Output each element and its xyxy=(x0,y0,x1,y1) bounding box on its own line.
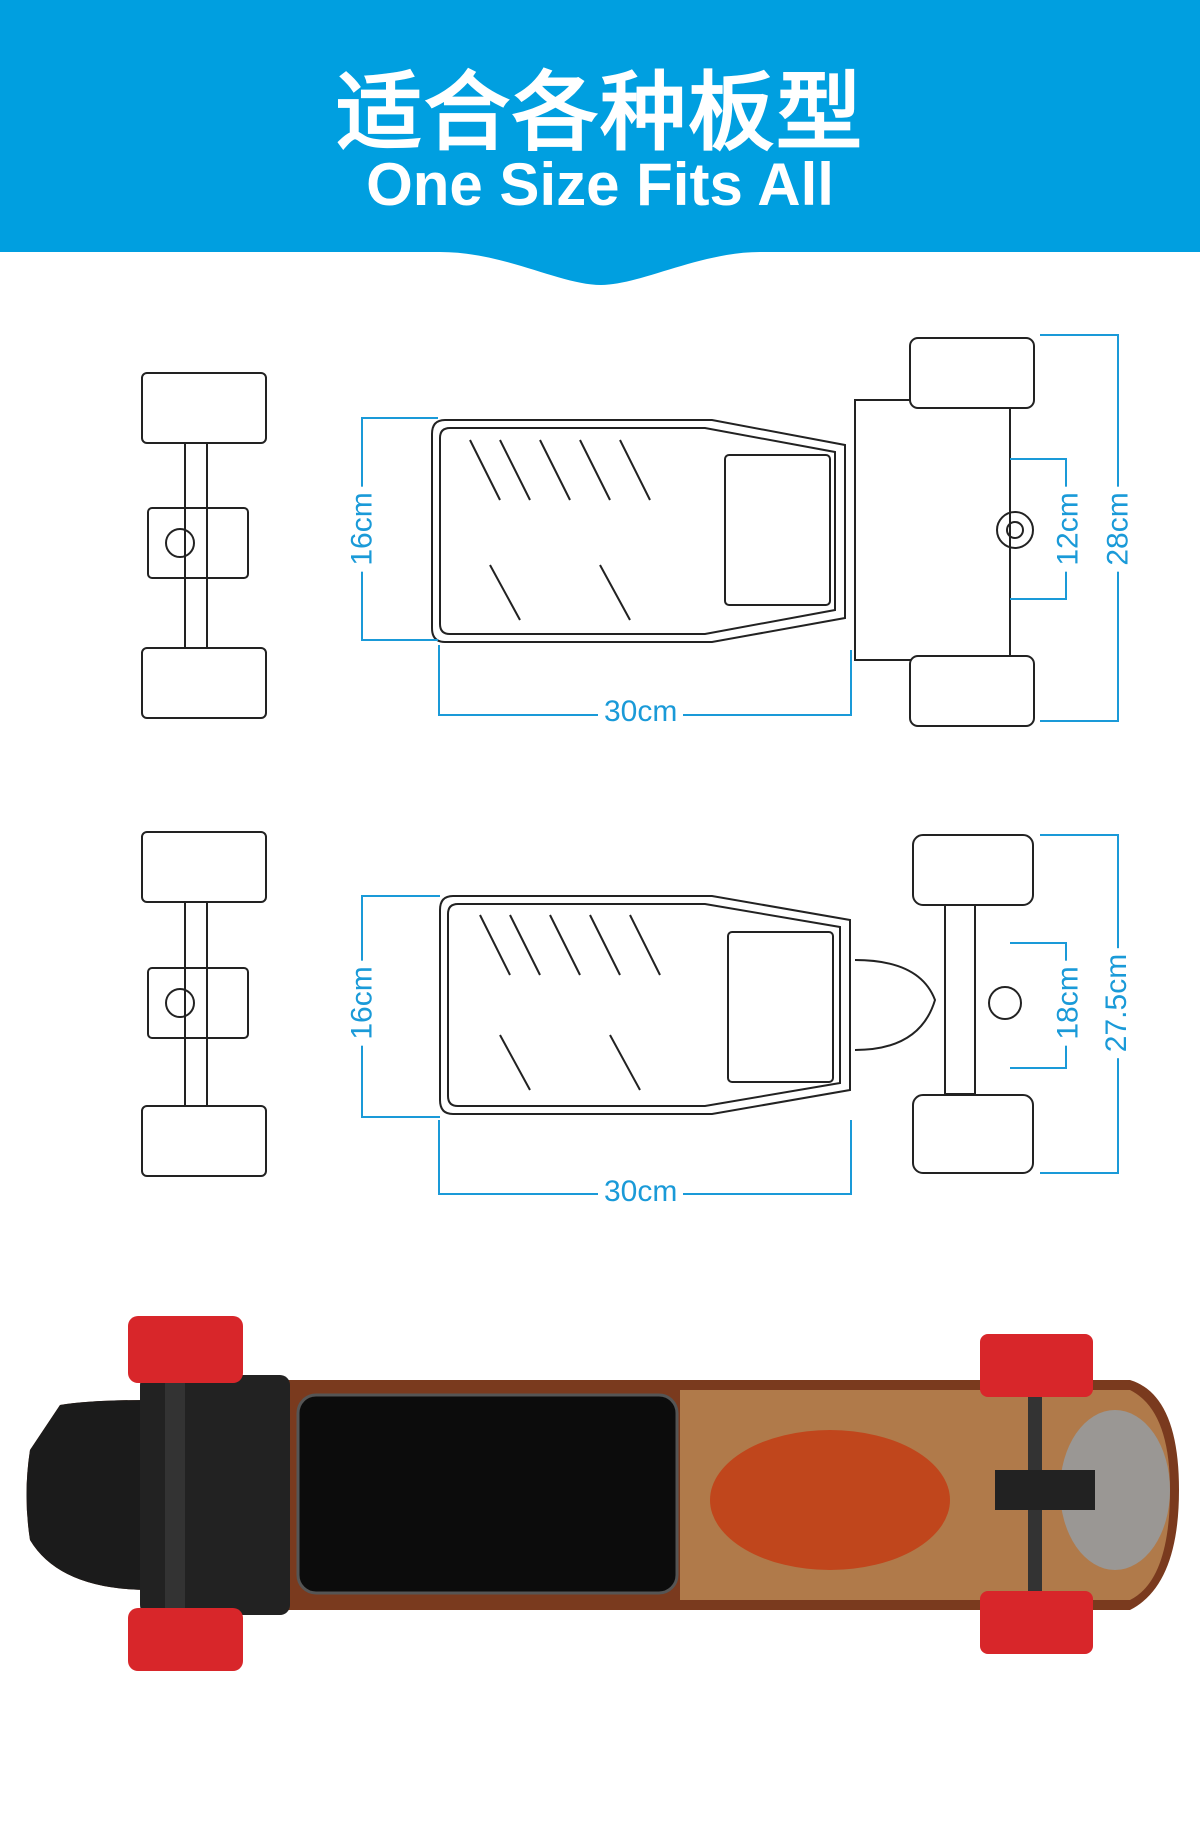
banner-background xyxy=(0,0,1200,285)
dim-bottom-mount-length: 30cm xyxy=(598,1175,684,1209)
dim-top-deck-width: 16cm xyxy=(345,486,380,572)
header-banner: 适合各种板型 One Size Fits All xyxy=(0,0,1200,290)
dim-bottom-deck-width: 16cm xyxy=(345,960,380,1046)
title-english: One Size Fits All xyxy=(366,151,834,218)
diagram-bottom-drawing xyxy=(141,831,1034,1177)
dim-bottom-truck-span: 18cm xyxy=(1051,960,1086,1046)
dimension-lines xyxy=(361,334,1119,1195)
dim-top-wheel-span: 28cm xyxy=(1101,486,1136,572)
dim-top-mount-length: 30cm xyxy=(598,695,684,729)
skateboard-photo xyxy=(26,1316,1179,1671)
title-chinese: 适合各种板型 xyxy=(336,63,864,163)
dim-top-truck-span: 12cm xyxy=(1051,486,1086,572)
diagram-top-drawing xyxy=(141,337,1035,727)
dim-bottom-wheel-span: 27.5cm xyxy=(1100,947,1135,1059)
